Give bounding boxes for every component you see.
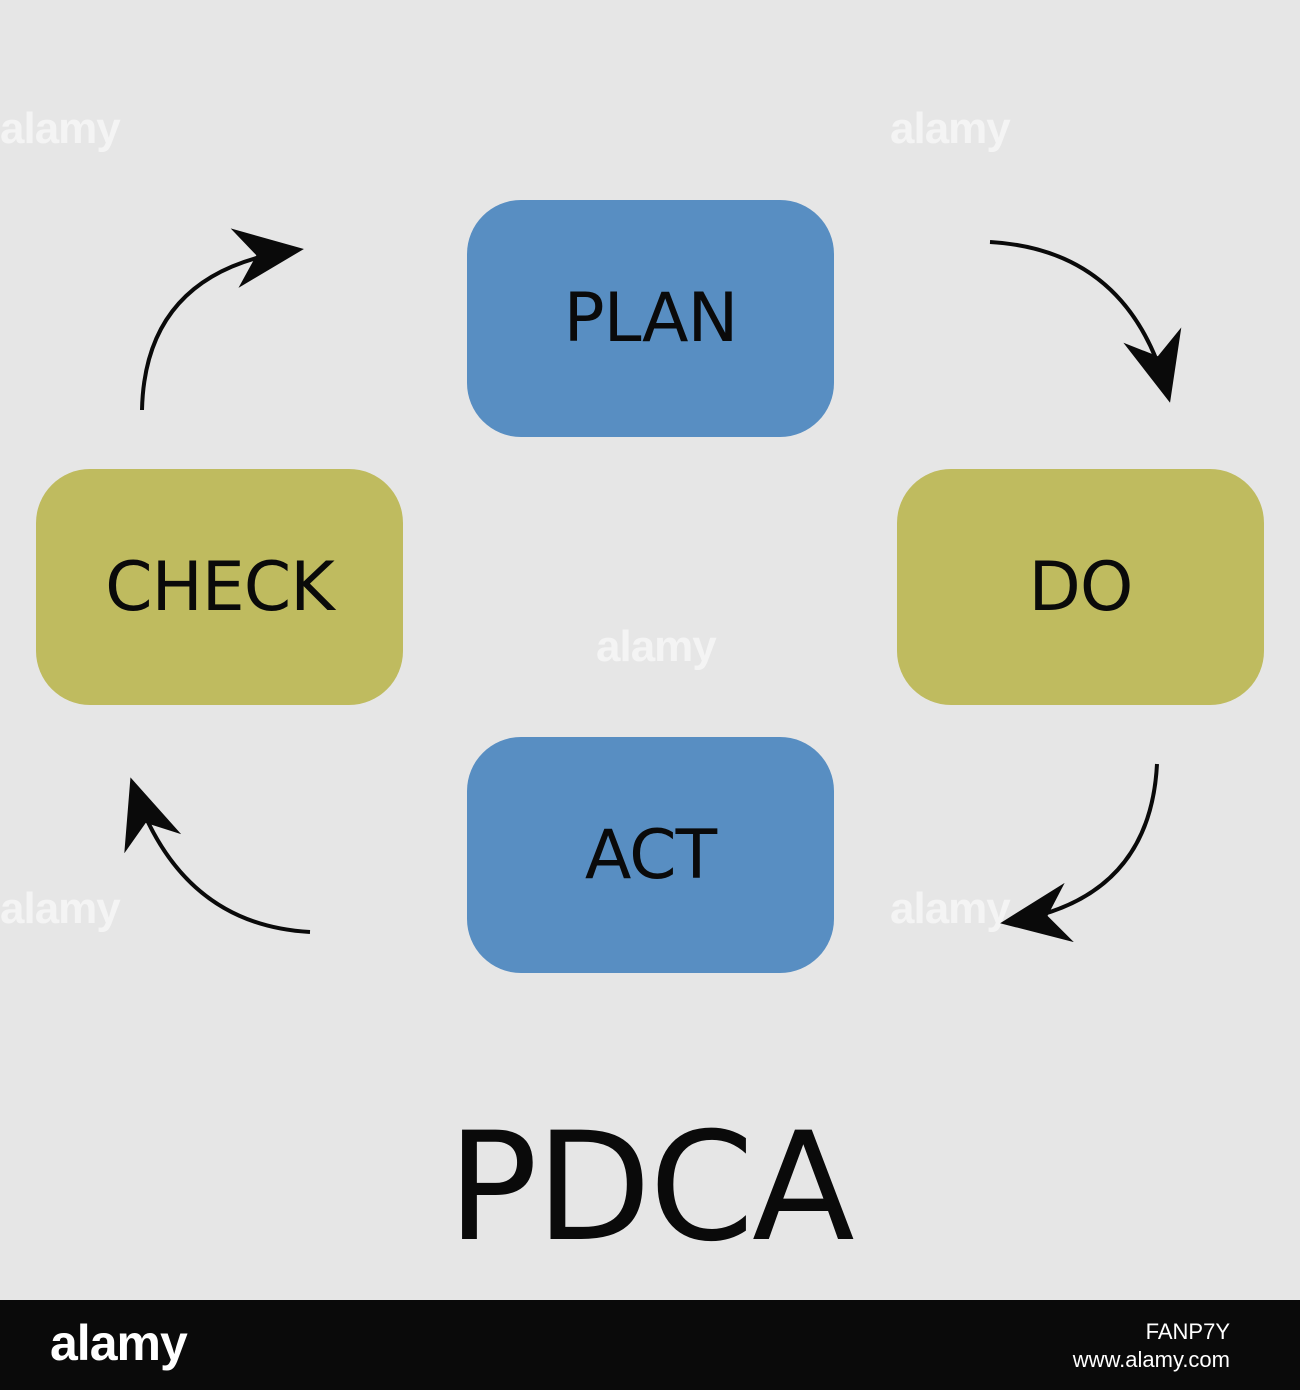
node-do: DO <box>897 469 1264 705</box>
diagram-title: PDCA <box>447 1101 854 1275</box>
arrow-plan-to-do <box>989 240 1182 403</box>
watermark: alamy <box>0 884 121 933</box>
diagram-canvas: alamy alamy alamy alamy alamy alamy alam… <box>0 104 1264 1275</box>
node-check-label: CHECK <box>105 547 335 627</box>
node-act-label: ACT <box>584 815 717 895</box>
node-do-label: DO <box>1028 547 1134 627</box>
watermark: alamy <box>890 104 1011 153</box>
footer-image-id: FANP7Y <box>1145 1319 1230 1344</box>
watermark: alamy <box>0 104 121 153</box>
node-act: ACT <box>467 737 834 973</box>
arrow-act-to-check <box>124 777 311 934</box>
watermark: alamy <box>890 884 1011 933</box>
footer-image-info: FANP7Y www.alamy.com <box>1073 1318 1230 1374</box>
watermark: alamy <box>596 622 717 671</box>
node-plan-label: PLAN <box>563 279 739 358</box>
footer-logo: alamy <box>50 1315 188 1371</box>
arrow-do-to-act <box>1000 763 1159 943</box>
footer-bar: alamy FANP7Y www.alamy.com <box>0 1300 1300 1390</box>
node-plan: PLAN <box>467 200 834 437</box>
footer-site: www.alamy.com <box>1072 1347 1230 1372</box>
node-check: CHECK <box>36 469 403 705</box>
cycle-arrows <box>124 228 1182 943</box>
arrow-check-to-plan <box>140 228 304 411</box>
